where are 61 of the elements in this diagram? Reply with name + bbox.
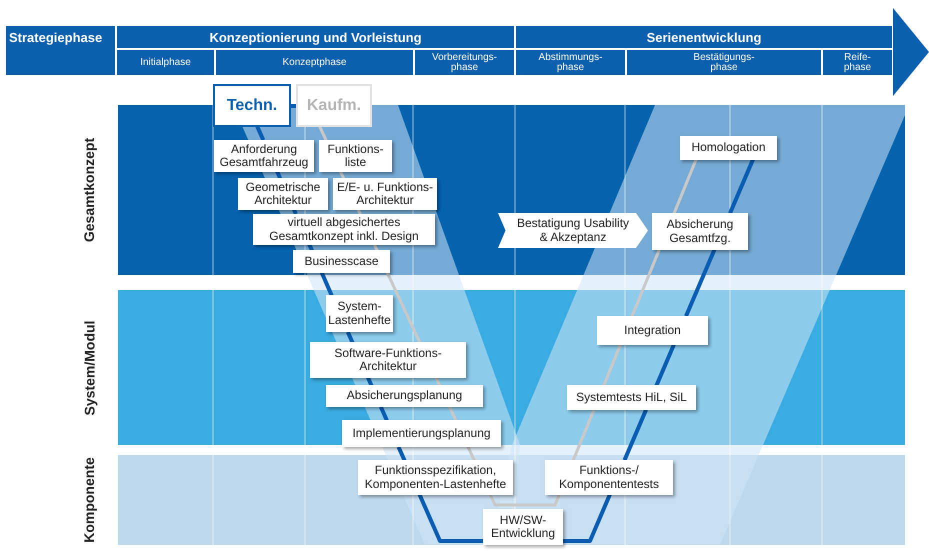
process-line <box>572 409 596 462</box>
process-line <box>466 445 476 462</box>
process-line <box>563 493 612 543</box>
subphase-header: Abstimmungs- phase <box>515 49 626 76</box>
process-line <box>728 158 755 214</box>
process-line <box>291 104 296 108</box>
process-line <box>396 446 406 462</box>
step-box: Implementierungsplanung <box>342 420 501 447</box>
process-line <box>488 493 561 506</box>
process-line <box>320 272 334 296</box>
process-line <box>255 126 266 141</box>
process-line <box>292 208 298 215</box>
subphase-header: Konzeptphase <box>215 49 414 76</box>
step-box: Homologation <box>680 136 777 160</box>
step-box: System- Lastenhefte <box>326 295 393 332</box>
step-box: Funktions- liste <box>319 140 392 172</box>
process-line <box>378 406 389 422</box>
process-line <box>418 494 483 543</box>
track-label-box: Kaufm. <box>296 84 372 127</box>
process-line <box>356 209 362 215</box>
subphase-header: Initialphase <box>116 49 215 76</box>
process-line <box>346 331 354 344</box>
process-line <box>654 344 676 387</box>
process-line <box>386 272 422 344</box>
phase-header: Konzeptionierung und Vorleistung <box>116 25 515 49</box>
process-line <box>318 126 328 142</box>
step-box: virtuell abgesichertes Gesamtkonzept inkl. Design <box>253 214 435 245</box>
process-line <box>448 406 458 422</box>
row-heading: Komponente <box>80 457 97 543</box>
process-line <box>602 344 622 386</box>
step-box: Integration <box>597 316 708 345</box>
chevron-step: Bestatigung Usability & Akzeptanz <box>498 213 648 248</box>
track-label-box: Techn. <box>213 84 291 127</box>
process-line <box>672 158 698 214</box>
step-box: Businesscase <box>293 250 390 273</box>
step-box: HW/SW- Entwicklung <box>483 509 563 545</box>
process-line <box>275 170 282 180</box>
step-box: Anforderung Gesamtfahrzeug <box>214 140 314 172</box>
step-box: Absicherung Gesamtfzg. <box>652 213 748 250</box>
step-box: Absicherungsplanung <box>326 385 483 407</box>
row-heading: Gesamtkonzept <box>81 138 98 242</box>
process-line <box>622 408 648 461</box>
subphase-header: Vorbereitungs- phase <box>414 49 515 76</box>
step-box: Geometrische Architektur <box>238 178 328 210</box>
process-line <box>339 170 346 180</box>
subphase-header: Bestätigungs- phase <box>626 49 822 76</box>
step-box: Funktionsspezifikation, Komponenten-Lastenhefte <box>358 460 513 495</box>
step-box: Funktions-/ Komponententests <box>545 460 673 495</box>
phase-header: Serienentwicklung <box>515 25 893 49</box>
step-box: E/E- u. Funktions- Architektur <box>333 178 437 210</box>
step-box: Software-Funktions- Architektur <box>310 342 466 378</box>
process-line <box>630 249 661 317</box>
process-line <box>373 244 378 252</box>
process-line <box>684 248 717 317</box>
process-line <box>366 376 374 387</box>
subphase-header: Reife- phase <box>822 49 893 76</box>
row-heading: System/Modul <box>80 320 97 415</box>
phase-header: Strategiephase <box>5 25 116 76</box>
step-box: Systemtests HiL, SiL <box>567 385 696 410</box>
process-line <box>307 243 314 252</box>
process-line <box>434 376 441 386</box>
